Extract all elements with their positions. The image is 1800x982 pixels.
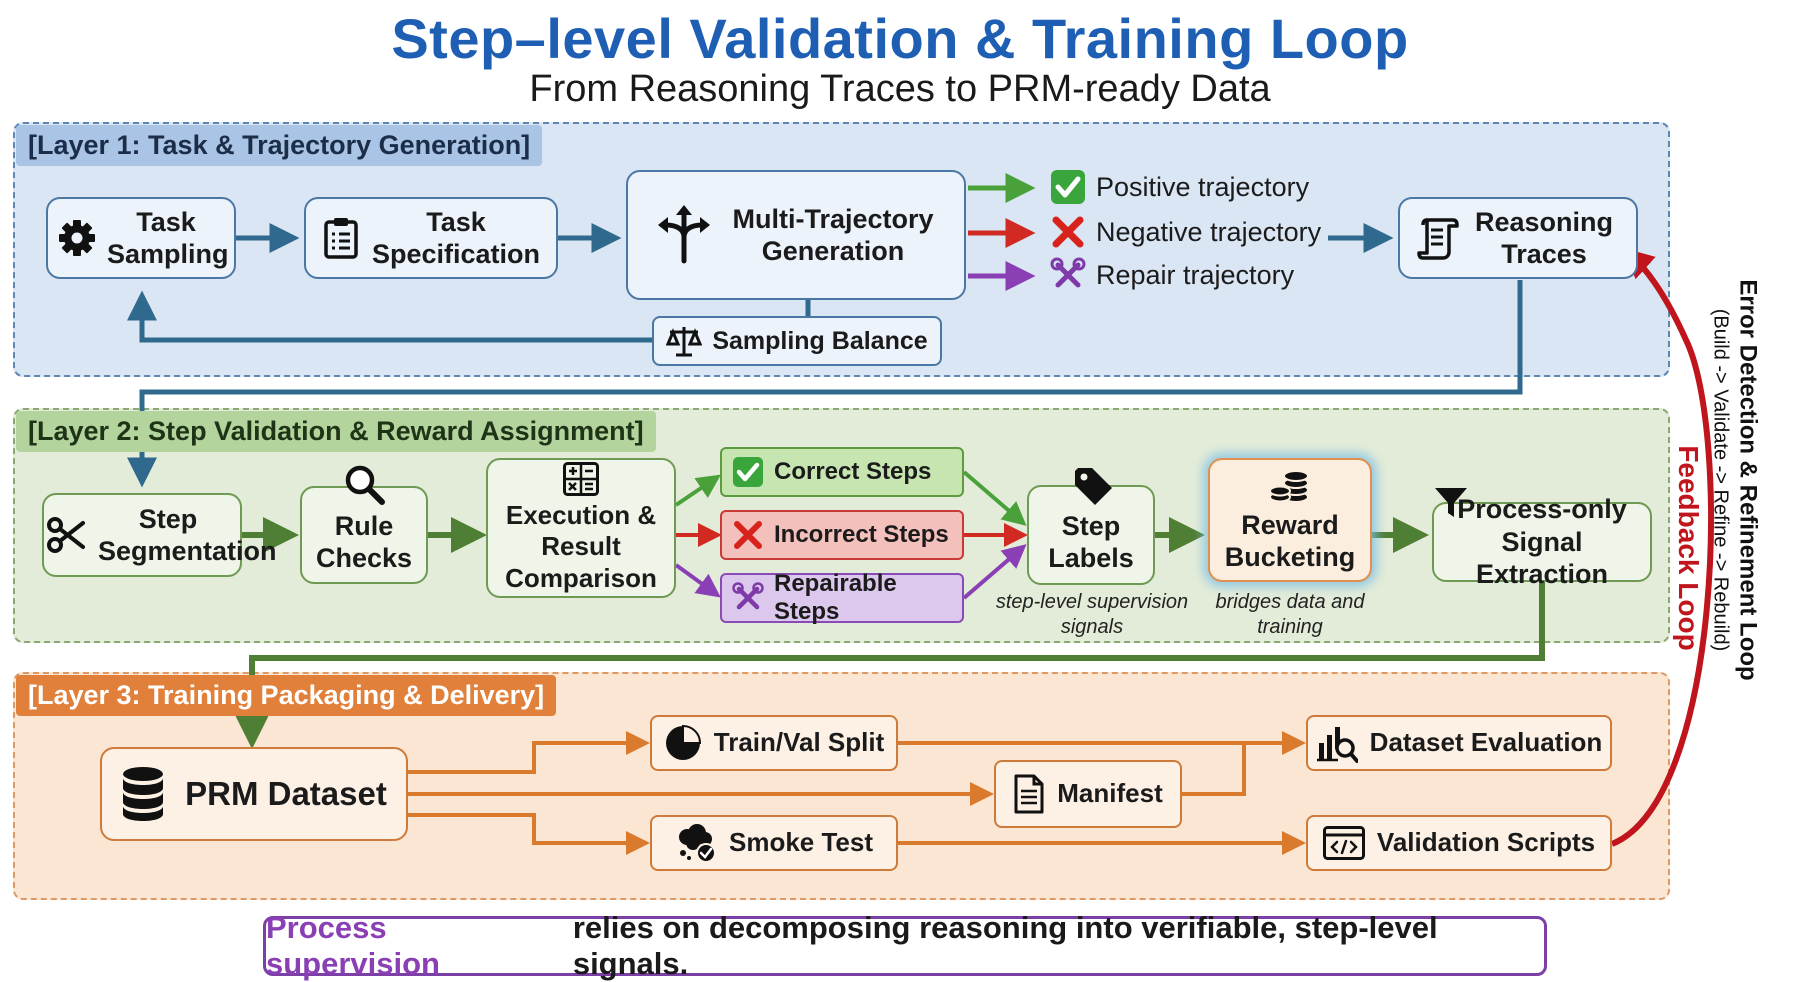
code-window-icon (1322, 826, 1365, 860)
magnifier-icon (342, 462, 386, 506)
sampling-balance-node: Sampling Balance (652, 316, 942, 366)
footer-text: relies on decomposing reasoning into ver… (572, 910, 1438, 981)
execution-comparison-label: Execution & Result Comparison (505, 500, 657, 593)
negative-trajectory: Negative trajectory (1050, 214, 1321, 250)
repair-trajectory-label: Repair trajectory (1096, 259, 1295, 290)
error-detection-subtitle: (Build -> Validate -> Refine -> Rebuild) (1709, 308, 1732, 652)
step-labels-label: Step Labels (1048, 510, 1134, 573)
error-detection-title: Error Detection & Refinement Loop (1734, 279, 1762, 681)
balance-scale-icon (666, 324, 703, 358)
process-only-node: Process-only Signal Extraction (1432, 488, 1652, 589)
scroll-icon (1417, 216, 1459, 260)
train-val-split-node: Train/Val Split (650, 715, 898, 771)
cross-icon (1050, 214, 1086, 250)
reward-bucketing-caption: bridges data and training (1215, 591, 1365, 638)
reward-bucketing-node: Reward Bucketing (1208, 458, 1372, 582)
reasoning-traces-node: Reasoning Traces (1398, 197, 1638, 279)
diagram-subtitle: From Reasoning Traces to PRM-ready Data (529, 68, 1271, 110)
wrench-icon (1050, 257, 1086, 293)
reasoning-traces-label: Reasoning Traces (1474, 206, 1614, 269)
dataset-evaluation-node: Dataset Evaluation (1306, 715, 1612, 771)
multi-trajectory-label: Multi-Trajectory Generation (732, 203, 934, 266)
layer-1-tab: [Layer 1: Task & Trajectory Generation] (16, 125, 543, 166)
database-icon (121, 766, 165, 822)
repairable-steps-label: Repairable Steps (774, 570, 897, 625)
check-icon (732, 456, 764, 488)
pie-chart-icon (664, 724, 702, 762)
process-only-label: Process-only Signal Extraction (1457, 494, 1627, 590)
prm-dataset-label: PRM Dataset (185, 775, 387, 813)
step-labels-caption: step-level supervision signals (995, 591, 1189, 638)
calculator-icon (563, 462, 599, 497)
manifest-label: Manifest (1057, 778, 1163, 809)
sampling-balance-label: Sampling Balance (712, 327, 928, 355)
negative-trajectory-label: Negative trajectory (1096, 216, 1322, 247)
train-val-split-label: Train/Val Split (713, 727, 885, 758)
funnel-icon (1433, 485, 1469, 521)
prm-dataset-node: PRM Dataset (100, 747, 408, 841)
coin-stack-icon (1268, 467, 1312, 505)
smoke-test-label: Smoke Test (728, 827, 873, 858)
repairable-steps-box: Repairable Steps (720, 570, 964, 625)
repair-trajectory: Repair trajectory (1050, 257, 1294, 293)
dataset-evaluation-label: Dataset Evaluation (1369, 727, 1603, 758)
incorrect-steps-label: Incorrect Steps (774, 521, 949, 548)
footer-banner: Process supervision relies on decomposin… (263, 910, 1547, 981)
document-icon (1013, 774, 1045, 814)
tag-icon (1072, 465, 1114, 507)
check-icon (1050, 169, 1086, 205)
layer-2-tab: [Layer 2: Step Validation & Reward Assig… (16, 411, 656, 452)
smoke-test-node: Smoke Test (650, 815, 898, 871)
split-arrows-icon (654, 205, 714, 265)
positive-trajectory-label: Positive trajectory (1096, 171, 1310, 202)
clipboard-icon (321, 216, 361, 260)
correct-steps-box: Correct Steps (720, 447, 964, 497)
correct-steps-label: Correct Steps (774, 458, 932, 485)
multi-trajectory-node: Multi-Trajectory Generation (626, 170, 966, 300)
diagram-title: Step–level Validation & Training Loop (391, 7, 1409, 70)
task-specification-node: Task Specification (304, 197, 558, 279)
step-segmentation-label: Step Segmentation (98, 503, 277, 566)
feedback-loop-text: Feedback Loop (1673, 445, 1704, 651)
wrench-icon (732, 582, 764, 614)
task-sampling-node: Task Sampling (46, 197, 236, 279)
smoke-check-icon (675, 823, 717, 863)
validation-scripts-label: Validation Scripts (1376, 827, 1596, 858)
incorrect-steps-box: Incorrect Steps (720, 510, 964, 560)
validation-scripts-node: Validation Scripts (1306, 815, 1612, 871)
rule-checks-node: Rule Checks (300, 465, 428, 584)
task-sampling-label: Task Sampling (107, 206, 229, 269)
execution-comparison-node: Execution & Result Comparison (486, 458, 676, 598)
scissors-icon (46, 515, 86, 555)
task-specification-label: Task Specification (371, 206, 541, 269)
layer-3-tab: [Layer 3: Training Packaging & Delivery] (16, 675, 557, 716)
gear-icon (57, 218, 97, 258)
cross-icon (732, 519, 764, 551)
manifest-node: Manifest (994, 760, 1182, 828)
rule-checks-label: Rule Checks (315, 510, 413, 573)
footer-emphasis: Process supervision (266, 910, 440, 981)
positive-trajectory: Positive trajectory (1050, 169, 1309, 205)
step-segmentation-node: Step Segmentation (42, 493, 277, 577)
chart-magnifier-icon (1316, 723, 1358, 763)
reward-bucketing-label: Reward Bucketing (1224, 509, 1356, 572)
step-labels-node: Step Labels (1027, 468, 1155, 585)
